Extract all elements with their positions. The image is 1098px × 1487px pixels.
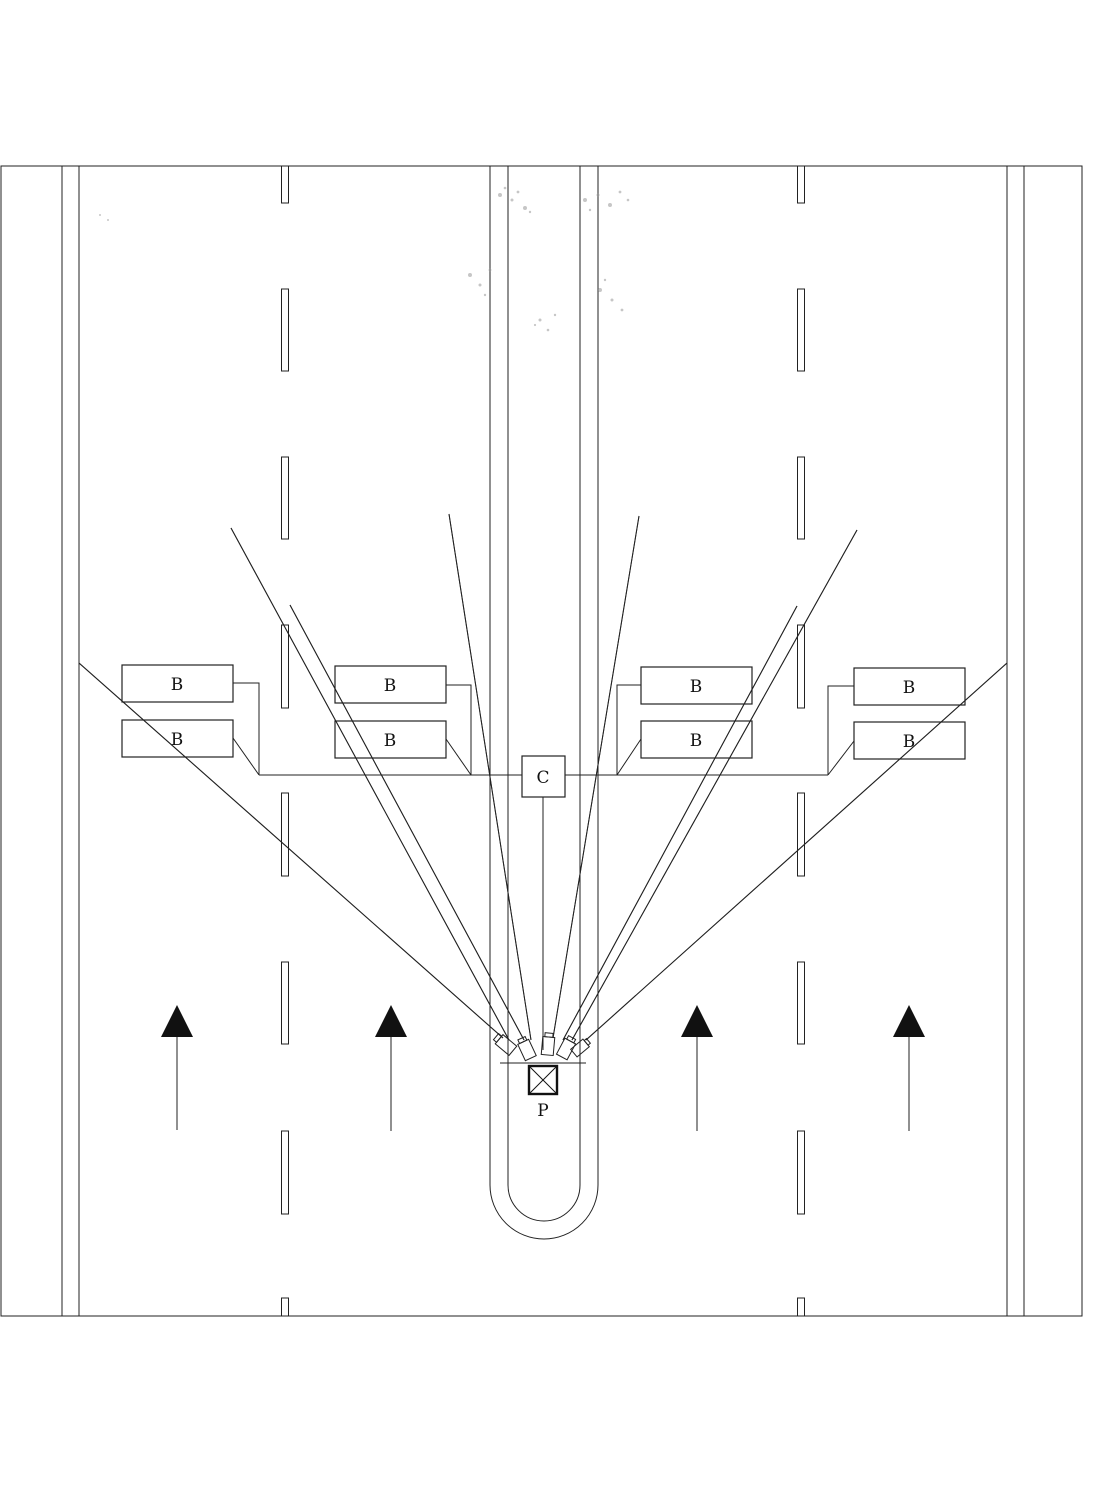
svg-text:B: B [903,732,916,752]
lane-dash [797,288,805,372]
lane-dash [797,792,805,877]
fov-line [562,605,798,1041]
b-box: B [121,719,234,758]
b-box: B [121,664,234,703]
median-strip [489,166,599,1240]
b-box: B [853,721,966,760]
svg-text:B: B [171,675,184,695]
lane-dash [797,1297,805,1317]
bus-wiring [232,682,855,1050]
svg-text:C: C [536,768,549,788]
lane-dash [281,961,289,1045]
lane-dash [281,624,289,709]
diagram-frame [0,165,1083,1317]
fov-line [552,515,640,1039]
direction-arrow-icon [375,1005,407,1131]
b-box: B [640,666,753,705]
lane-dash [797,961,805,1045]
svg-text:B: B [384,731,397,751]
b-box: B [640,720,753,759]
svg-text:B: B [690,731,703,751]
fov-line [571,529,858,1041]
b-box-group: B B B B B B B B [121,664,966,760]
lane-dash [281,456,289,540]
lane-dash [797,1130,805,1215]
fov-line [230,527,510,1041]
camera-fov-lines-overlay [78,513,1008,1041]
svg-text:B: B [171,730,184,750]
svg-text:P: P [537,1101,548,1121]
controller-box: C [521,755,566,798]
road-edges [61,166,1025,1316]
lane-dash [281,792,289,877]
pole-box: P [527,1064,559,1121]
fov-line [289,604,525,1041]
direction-arrow-icon [893,1005,925,1131]
direction-arrow-icon [681,1005,713,1131]
fov-line [78,662,504,1039]
camera [555,1034,577,1061]
camera-cluster [492,1032,592,1064]
camera [492,1032,518,1057]
lane-dash [797,624,805,709]
scan-noise [99,186,630,332]
lane-dash [281,288,289,372]
fov-line [585,662,1008,1041]
camera [517,1035,537,1062]
direction-arrow-icon [161,1005,193,1130]
b-box: B [334,665,447,704]
lane-dashes [281,165,805,1317]
svg-text:B: B [690,677,703,697]
fov-line [448,513,532,1041]
lane-dash [797,165,805,204]
svg-text:B: B [903,678,916,698]
traffic-arrows [161,1005,925,1131]
lane-dash [281,1130,289,1215]
svg-text:B: B [384,676,397,696]
camera [540,1032,556,1057]
b-box: B [853,667,966,706]
lane-dash [281,1297,289,1317]
lane-dash [281,165,289,204]
b-box: B [334,720,447,759]
lane-dash [797,456,805,540]
camera [569,1037,592,1058]
